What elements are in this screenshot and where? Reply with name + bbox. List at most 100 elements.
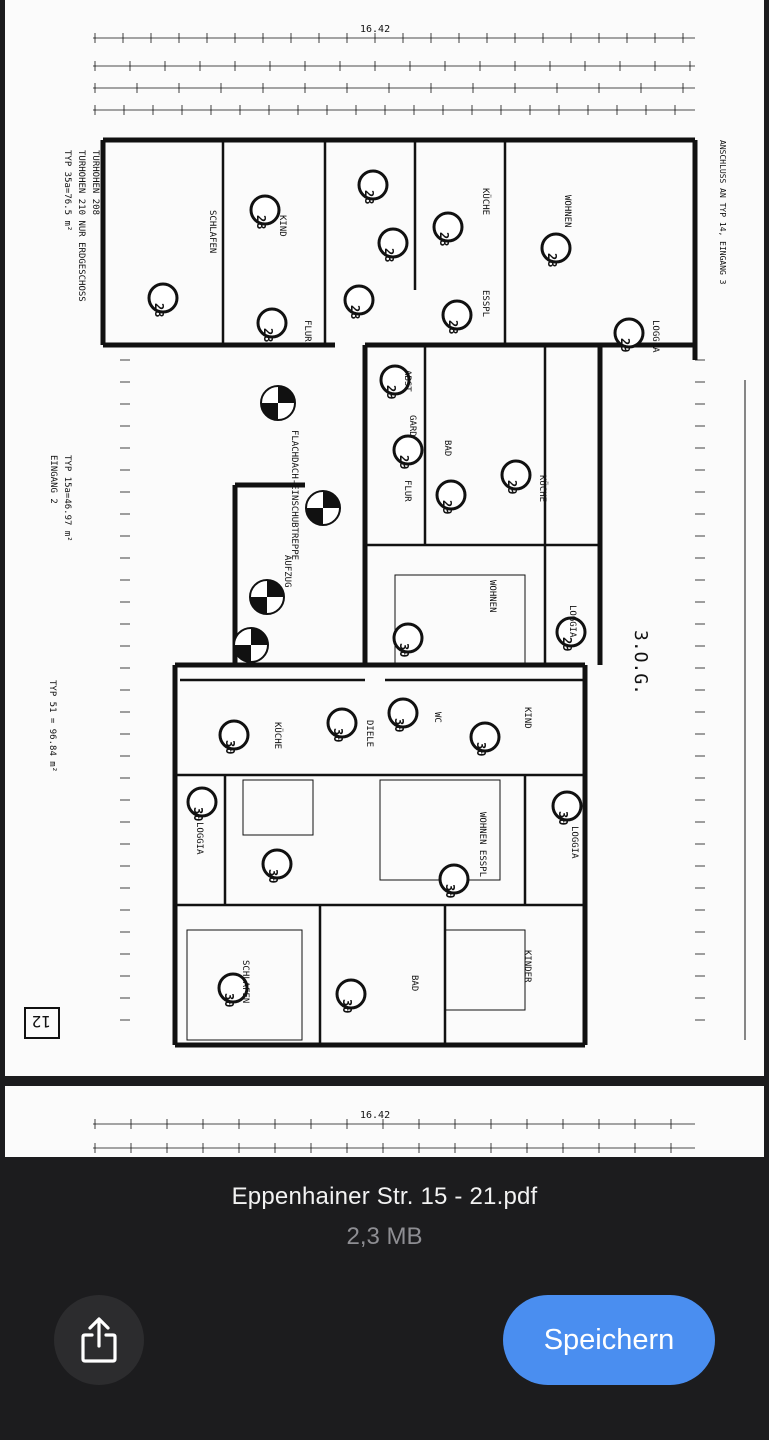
marker-number: 28 [261, 328, 275, 342]
marker-number: 30 [340, 999, 354, 1013]
room-label: FLUR [302, 320, 312, 342]
marker-circle [326, 707, 358, 739]
room-label: WOHNEN [487, 580, 497, 613]
save-button[interactable]: Speichern [503, 1295, 715, 1385]
plan-note: TYP 51 = 96.84 m² [47, 680, 57, 772]
marker-circle [441, 299, 473, 331]
furniture [394, 574, 526, 666]
dimension-top-label: 16.42 [360, 24, 390, 35]
marker-number: 28 [152, 303, 166, 317]
marker-circle [613, 317, 645, 349]
marker-circle [551, 790, 583, 822]
marker-circle [387, 697, 419, 729]
marker-number: 29 [505, 480, 519, 494]
marker-number: 30 [222, 993, 236, 1007]
stair-symbol-fill [306, 508, 323, 525]
share-button[interactable] [54, 1295, 144, 1385]
marker-number: 30 [397, 643, 411, 657]
room-label: BAD [442, 440, 452, 456]
marker-number: 29 [440, 500, 454, 514]
file-size: 2,3 MB [346, 1223, 423, 1250]
plan-note: ANSCHLUSS AN TYP 14, EINGANG 3 [718, 140, 727, 285]
room-label: GARD [407, 415, 417, 437]
page-number: 12 [32, 1012, 51, 1031]
marker-circle [392, 434, 424, 466]
marker-number: 30 [191, 807, 205, 821]
marker-number: 30 [556, 811, 570, 825]
room-label: WOHNEN [562, 195, 572, 228]
marker-circle [379, 364, 411, 396]
marker-circle [335, 978, 367, 1010]
room-label: WC [432, 712, 442, 723]
furniture [242, 779, 314, 836]
floor-label: 3.O.G. [630, 630, 651, 695]
plan-note: TYP 35a=76.5 m² [62, 150, 72, 231]
floor-plan-drawing: 16.4228282828282828282829292929292930303… [24, 24, 746, 1048]
marker-circle [435, 479, 467, 511]
marker-circle [392, 622, 424, 654]
room-label: FLACHDACH-EINSCHUBTREPPE [289, 430, 299, 560]
marker-number: 28 [545, 253, 559, 267]
room-label: KIND [277, 215, 287, 237]
marker-number: 30 [392, 718, 406, 732]
marker-number: 28 [437, 232, 451, 246]
marker-circle [357, 169, 389, 201]
marker-number: 29 [384, 385, 398, 399]
pdf-page-2: 16.42 [5, 1086, 764, 1157]
room-label: AUFZUG [282, 555, 292, 588]
stair-symbol-fill [323, 491, 340, 508]
floor-plan-drawing-page-2: 16.42 [93, 1110, 695, 1153]
stair-symbol-fill [250, 597, 267, 614]
room-label: LOGGIA [194, 822, 204, 855]
furniture [186, 929, 303, 1041]
room-label: KIND [522, 707, 532, 729]
stair-symbol-fill [234, 645, 251, 662]
marker-circle [540, 232, 572, 264]
file-name: Eppenhainer Str. 15 - 21.pdf [231, 1183, 538, 1210]
marker-circle [147, 282, 179, 314]
stair-symbol-fill [261, 403, 278, 420]
plan-note: TYP 15a=46.97 m² [62, 455, 72, 542]
page-number-box [24, 1007, 60, 1039]
room-label: SCHLAFEN [240, 960, 250, 1003]
marker-circle [249, 194, 281, 226]
stair-symbol-fill [251, 628, 268, 645]
room-label: ESSPL [480, 290, 490, 317]
plan-note: TURHOHEN 210 NUR ERDGESCHOSS [76, 150, 86, 302]
marker-number: 28 [362, 190, 376, 204]
room-label: KÜCHE [272, 722, 283, 749]
room-label: KÜCHE [537, 475, 548, 502]
marker-circle [256, 307, 288, 339]
marker-number: 29 [618, 338, 632, 352]
furniture [444, 929, 526, 1011]
marker-circle [186, 786, 218, 818]
marker-circle [217, 972, 249, 1004]
plan-note: TÜRHÖHEN 208 [90, 150, 101, 215]
marker-circle [432, 211, 464, 243]
marker-number: 30 [443, 884, 457, 898]
room-label: SCHLAFEN [207, 210, 217, 253]
marker-number: 28 [254, 215, 268, 229]
marker-circle [469, 721, 501, 753]
marker-circle [555, 616, 587, 648]
marker-circle [218, 719, 250, 751]
room-label: WOHNEN ESSPL [477, 812, 487, 877]
marker-circle [261, 848, 293, 880]
room-label: ABST [402, 370, 412, 392]
marker-number: 29 [397, 455, 411, 469]
marker-circle [343, 284, 375, 316]
room-label: LOGGIA [569, 826, 579, 859]
file-action-sheet: Eppenhainer Str. 15 - 21.pdf 2,3 MB Spei… [0, 1157, 769, 1440]
share-icon [81, 1317, 117, 1363]
marker-number: 28 [348, 305, 362, 319]
plan-note: EINGANG 2 [48, 455, 58, 504]
room-label: DIELE [364, 720, 374, 747]
stair-symbol-fill [278, 386, 295, 403]
marker-number: 30 [223, 740, 237, 754]
room-label: KINDER [522, 950, 532, 983]
marker-number: 28 [382, 248, 396, 262]
marker-circle [500, 459, 532, 491]
room-label: FLUR [402, 480, 412, 502]
